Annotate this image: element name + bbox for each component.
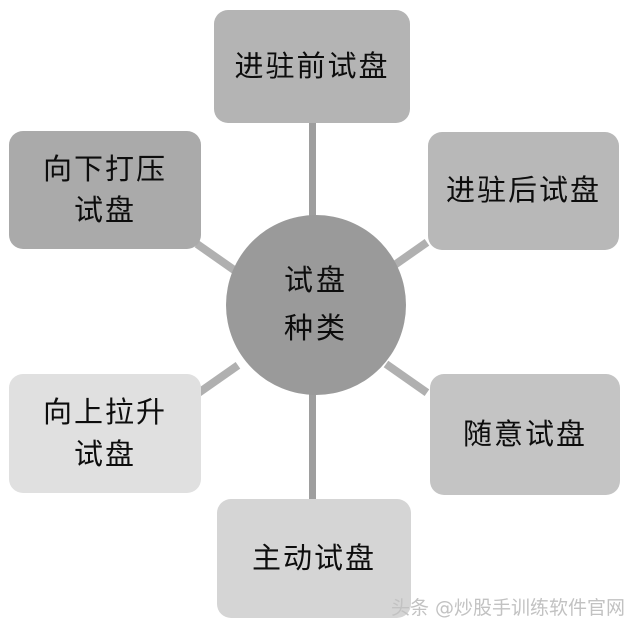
connector-hub-to-right-bottom	[383, 360, 430, 396]
node-bottom-label: 主动试盘	[251, 540, 376, 575]
node-top[interactable]: 进驻前试盘	[214, 10, 410, 123]
node-left-bottom[interactable]: 向上拉升 试盘	[9, 374, 201, 493]
node-left-top[interactable]: 向下打压 试盘	[9, 131, 201, 249]
node-right-top[interactable]: 进驻后试盘	[428, 132, 619, 250]
node-left-top-label: 向下打压 试盘	[42, 151, 167, 227]
node-left-bottom-label: 向上拉升 试盘	[42, 395, 167, 471]
node-bottom[interactable]: 主动试盘	[217, 499, 411, 618]
node-right-top-label: 进驻后试盘	[445, 173, 601, 208]
watermark: 头条 @炒股手训练软件官网	[390, 597, 625, 619]
hub-circle[interactable]: 试盘 种类	[226, 215, 406, 395]
connector-hub-to-bottom	[309, 388, 316, 502]
hub-label: 试盘 种类	[283, 263, 348, 345]
connector-hub-to-top	[309, 120, 316, 224]
node-right-bottom[interactable]: 随意试盘	[430, 374, 620, 495]
node-right-bottom-label: 随意试盘	[462, 416, 587, 451]
connector-hub-to-left-bottom	[194, 362, 241, 398]
node-top-label: 进驻前试盘	[234, 48, 390, 83]
